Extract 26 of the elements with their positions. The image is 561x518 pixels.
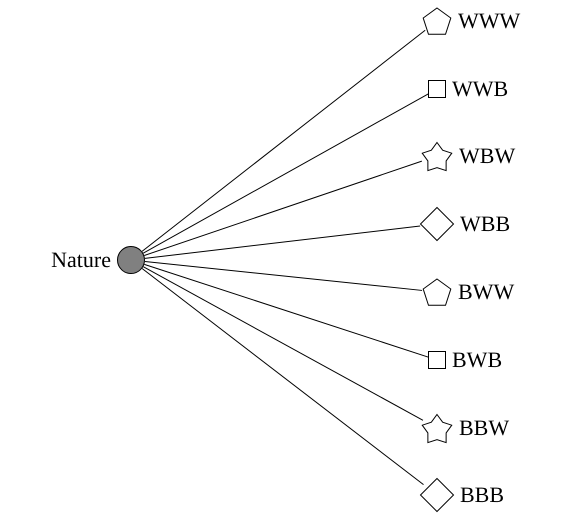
node-label: Nature [51, 247, 111, 273]
connector-line [142, 92, 430, 254]
connector-line [144, 225, 421, 259]
node-label: BBW [459, 415, 510, 441]
diamond-node [420, 478, 454, 512]
node-label: WBB [460, 211, 510, 237]
star-node [421, 140, 453, 172]
connector-line [144, 160, 422, 256]
node-label: BWW [458, 279, 514, 305]
connector-line [142, 30, 426, 252]
connector-line [142, 268, 424, 486]
node-label: BWB [452, 347, 502, 373]
pentagon-node [422, 6, 452, 36]
node-label: WWW [458, 8, 520, 34]
node-label: WWB [452, 76, 508, 102]
chance-node-circle [117, 246, 145, 274]
connector-line [144, 260, 423, 291]
square-node [428, 351, 446, 369]
connector-line [144, 264, 429, 358]
star-node [421, 412, 453, 444]
node-label: WBW [459, 143, 516, 169]
square-node [428, 80, 446, 98]
connector-line [142, 266, 424, 421]
node-label: BBB [460, 482, 504, 508]
diamond-node [420, 207, 454, 241]
pentagon-node [422, 277, 452, 307]
